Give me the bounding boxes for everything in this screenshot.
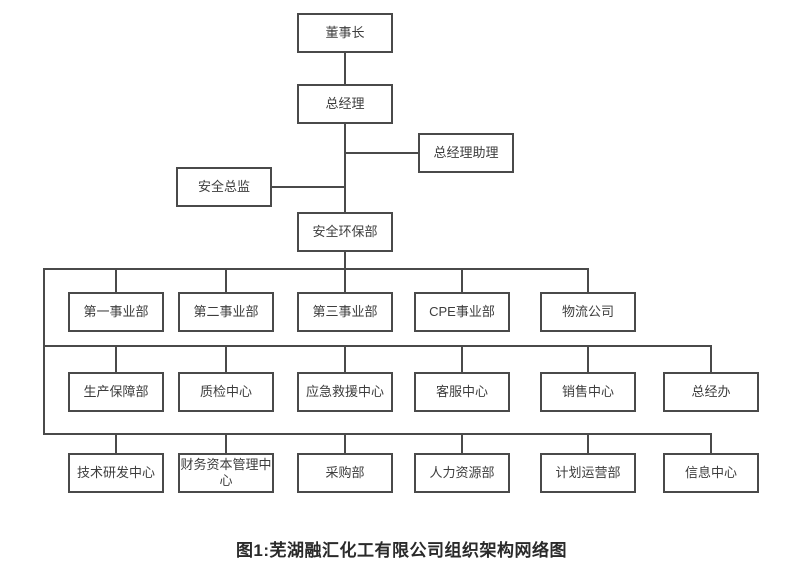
node-gm-office: 总经办 bbox=[663, 372, 759, 412]
node-safety-director: 安全总监 bbox=[176, 167, 272, 207]
node-planning-operations-dept: 计划运营部 bbox=[540, 453, 636, 493]
node-hr-dept: 人力资源部 bbox=[414, 453, 510, 493]
connector bbox=[344, 53, 346, 84]
connector bbox=[710, 347, 712, 372]
connector bbox=[461, 270, 463, 292]
connector bbox=[344, 435, 346, 453]
connector bbox=[225, 435, 227, 453]
node-division-3: 第三事业部 bbox=[297, 292, 393, 332]
connector bbox=[461, 435, 463, 453]
node-customer-service-center: 客服中心 bbox=[414, 372, 510, 412]
node-division-2: 第二事业部 bbox=[178, 292, 274, 332]
connector bbox=[115, 347, 117, 372]
connector-left-spine bbox=[43, 268, 45, 435]
node-emergency-rescue-center: 应急救援中心 bbox=[297, 372, 393, 412]
connector-bus-row2 bbox=[43, 345, 712, 347]
connector bbox=[344, 347, 346, 372]
node-tech-rd-center: 技术研发中心 bbox=[68, 453, 164, 493]
connector bbox=[272, 186, 346, 188]
node-quality-inspection-center: 质检中心 bbox=[178, 372, 274, 412]
connector bbox=[587, 270, 589, 292]
connector bbox=[461, 347, 463, 372]
node-division-1: 第一事业部 bbox=[68, 292, 164, 332]
node-gm-assistant: 总经理助理 bbox=[418, 133, 514, 173]
connector bbox=[344, 252, 346, 268]
node-general-manager: 总经理 bbox=[297, 84, 393, 124]
connector bbox=[115, 435, 117, 453]
connector bbox=[710, 435, 712, 453]
node-production-support-dept: 生产保障部 bbox=[68, 372, 164, 412]
node-information-center: 信息中心 bbox=[663, 453, 759, 493]
connector bbox=[225, 270, 227, 292]
connector bbox=[587, 435, 589, 453]
node-chairman: 董事长 bbox=[297, 13, 393, 53]
node-logistics-company: 物流公司 bbox=[540, 292, 636, 332]
figure-caption: 图1:芜湖融汇化工有限公司组织架构网络图 bbox=[235, 541, 568, 560]
node-finance-capital-management-center: 财务资本管理中心 bbox=[178, 453, 274, 493]
connector bbox=[344, 124, 346, 212]
node-cpe-division: CPE事业部 bbox=[414, 292, 510, 332]
connector bbox=[345, 152, 418, 154]
connector bbox=[344, 270, 346, 292]
node-procurement-dept: 采购部 bbox=[297, 453, 393, 493]
connector bbox=[115, 270, 117, 292]
connector-bus-row3 bbox=[43, 433, 712, 435]
node-sales-center: 销售中心 bbox=[540, 372, 636, 412]
connector-bus-row1 bbox=[43, 268, 589, 270]
node-safety-environment-dept: 安全环保部 bbox=[297, 212, 393, 252]
connector bbox=[587, 347, 589, 372]
connector bbox=[225, 347, 227, 372]
